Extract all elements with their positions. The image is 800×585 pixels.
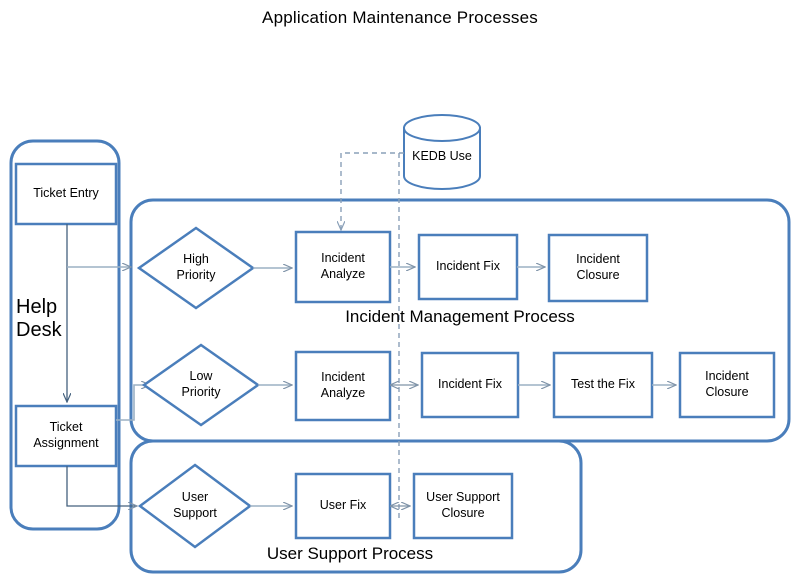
user-support-decision-node[interactable] [140,465,250,547]
kedb-to-incident-analyze-dashed [341,152,404,230]
incident-fix-high-node[interactable] [419,235,517,299]
kedb-datastore-shape [403,114,481,190]
incident-closure-high-node[interactable] [549,235,647,301]
low-priority-node[interactable] [144,345,258,425]
test-the-fix-node[interactable] [554,353,652,417]
user-support-lane-label: User Support Process [266,544,434,563]
user-fix-node[interactable] [296,474,390,538]
page-title: Application Maintenance Processes [262,8,538,27]
incident-analyze-low-shape [294,350,392,422]
incident-fix-low-node[interactable] [422,353,518,417]
incident-fix-low-shape [420,351,520,419]
user-support-decision-shape [137,463,253,549]
incident-analyze-low-node[interactable] [296,352,390,420]
high-priority-shape [136,226,256,310]
ticket-entry-node[interactable] [16,164,116,224]
incident-closure-low-node[interactable] [680,353,774,417]
ticket-entry-shape [14,162,118,226]
user-support-closure-node[interactable] [414,474,512,538]
high-priority-node[interactable] [139,228,253,308]
assignment-to-user-support-arrow [66,466,137,506]
user-fix-shape [294,472,392,540]
incident-management-lane-label: Incident Management Process [345,307,575,326]
incident-closure-high-shape [547,233,649,303]
ticket-assignment-shape [14,404,118,468]
ticket-assignment-node[interactable] [16,406,116,466]
incident-closure-low-shape [678,351,776,419]
incident-analyze-high-node[interactable] [296,232,390,302]
user-support-closure-shape [412,472,514,540]
low-priority-shape [141,343,261,427]
help-desk-lane-label: Help Desk [16,296,62,341]
kedb-datastore-node[interactable] [404,115,480,189]
